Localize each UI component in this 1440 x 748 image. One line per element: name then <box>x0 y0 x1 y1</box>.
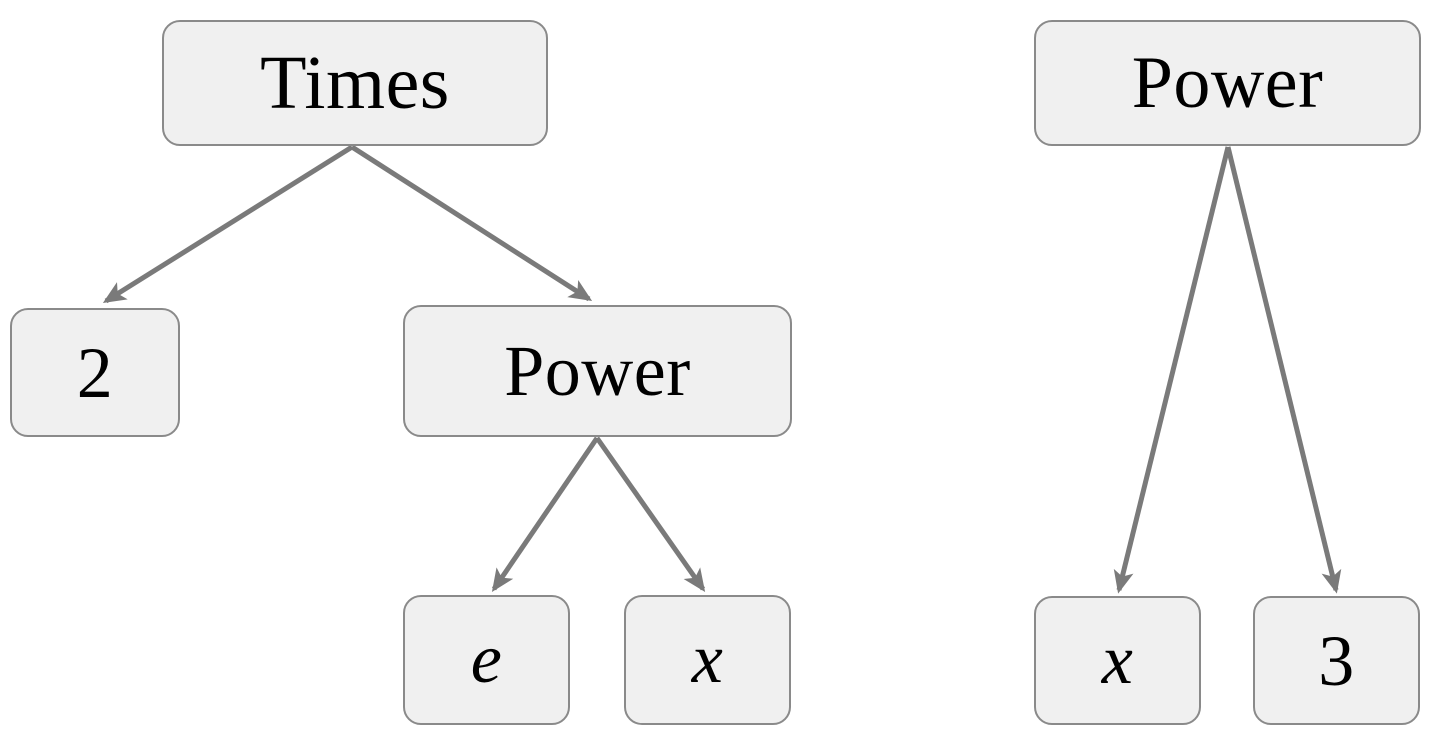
edge-power-right-to-3 <box>1225 146 1342 594</box>
node-times-label: Times <box>260 41 450 125</box>
edge-power-to-x <box>594 436 706 593</box>
edge-power-to-e <box>491 436 600 593</box>
edge-power-right-to-x <box>1113 146 1231 594</box>
node-times[interactable]: Times <box>162 20 548 146</box>
node-x-left-label: x <box>691 621 724 698</box>
node-x-right-label: x <box>1101 621 1134 699</box>
node-e[interactable]: e <box>403 595 570 725</box>
node-power-right-label: Power <box>1131 42 1324 124</box>
node-two-label: 2 <box>76 332 114 413</box>
node-e-label: e <box>470 621 503 698</box>
edge-times-to-2 <box>102 144 354 304</box>
node-power-left[interactable]: Power <box>403 305 792 437</box>
node-power-left-label: Power <box>504 331 691 411</box>
node-x-right[interactable]: x <box>1034 596 1201 725</box>
edge-times-to-power <box>350 144 593 302</box>
node-x-left[interactable]: x <box>624 595 791 725</box>
node-three[interactable]: 3 <box>1253 596 1420 725</box>
node-three-label: 3 <box>1318 620 1355 701</box>
node-power-right[interactable]: Power <box>1034 20 1421 146</box>
node-two[interactable]: 2 <box>10 308 180 437</box>
